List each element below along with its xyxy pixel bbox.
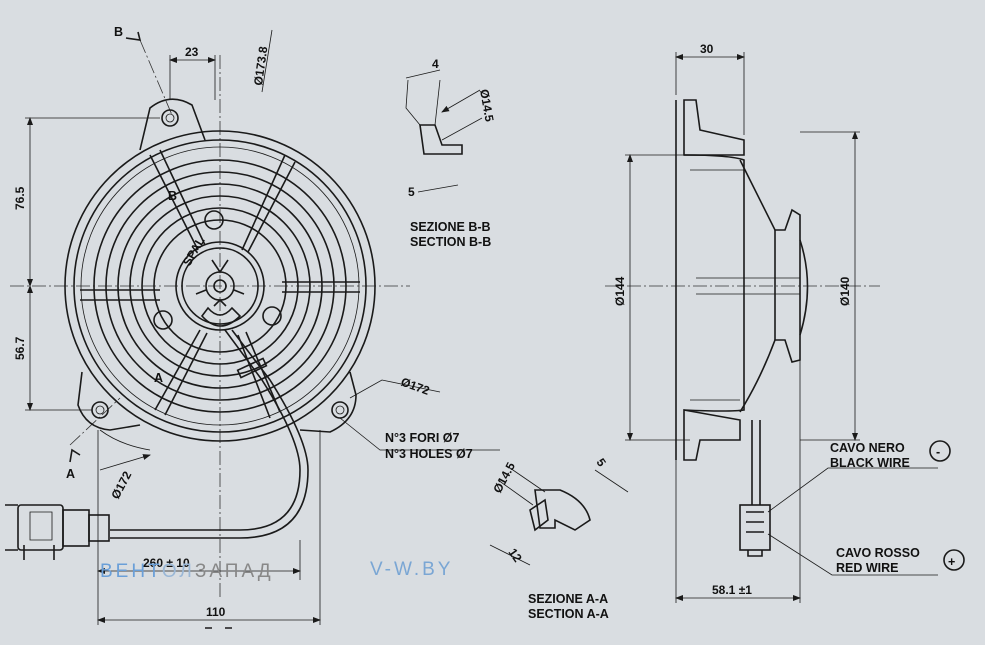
dim-bb-4: 4 xyxy=(432,57,439,71)
watermark-site: V-W.BY xyxy=(370,559,453,580)
svg-text:ВЕНТОЛЗАПАД: ВЕНТОЛЗАПАД xyxy=(100,561,274,582)
dim-dia-172-bottom: Ø172 xyxy=(108,469,134,502)
red-wire-label-it: CAVO ROSSO xyxy=(836,546,920,560)
red-wire-label-en: RED WIRE xyxy=(836,561,899,575)
front-view: SPAL 23 Ø173.8 76.5 56.7 Ø172 xyxy=(5,25,500,629)
cable-run xyxy=(110,329,301,531)
dim-110: 110 xyxy=(206,605,226,619)
svg-text:+: + xyxy=(948,555,955,569)
section-b-title-en: SECTION B-B xyxy=(410,235,491,249)
watermark: ВЕНТОЛЗАПАД V-W.BY xyxy=(100,559,453,582)
dim-dia-144: Ø144 xyxy=(613,276,627,306)
side-view: 30 Ø144 Ø140 58.1 ±1 CAVO NERO BLACK WIR… xyxy=(605,42,965,603)
holes-label-en: N°3 HOLES Ø7 xyxy=(385,447,473,461)
dim-76-5: 76.5 xyxy=(13,186,27,210)
minus-symbol xyxy=(929,440,951,462)
left-mounting-ear xyxy=(77,371,141,431)
mount-hole-right xyxy=(331,401,349,419)
dim-aa-dia: Ø14.5 xyxy=(490,460,518,496)
section-b-b: 4 Ø14.5 5 SEZIONE B-B SECTION B-B xyxy=(405,57,497,249)
black-wire-label-it: CAVO NERO xyxy=(830,441,905,455)
watermark-part2: ОЛ xyxy=(162,561,195,582)
svg-text:-: - xyxy=(936,445,940,459)
dim-dia-140: Ø140 xyxy=(838,276,852,306)
watermark-part1: ВЕНТ xyxy=(100,561,162,582)
black-wire-label-en: BLACK WIRE xyxy=(830,456,910,470)
dim-58-1: 58.1 ±1 xyxy=(712,583,752,597)
cut-marker-a-grille: A xyxy=(154,371,163,385)
watermark-part3: ЗАПАД xyxy=(195,561,274,582)
cut-marker-b-grille: B xyxy=(168,189,177,203)
dim-260: 260 ± 10 xyxy=(143,556,190,570)
dim-dia-172-right: Ø172 xyxy=(399,375,432,398)
fan-grille xyxy=(80,149,360,419)
dim-23: 23 xyxy=(185,45,199,59)
section-a-title-it: SEZIONE A-A xyxy=(528,592,608,606)
dim-56-7: 56.7 xyxy=(13,336,27,360)
dim-bb-5: 5 xyxy=(408,185,415,199)
motor-hub: SPAL xyxy=(153,210,282,331)
mount-hole-top xyxy=(161,109,179,127)
side-connector xyxy=(739,504,771,551)
dim-bb-dia: Ø14.5 xyxy=(477,88,497,123)
dim-aa-5: 5 xyxy=(594,456,609,470)
cut-marker-a-bottom: A xyxy=(66,467,75,481)
dim-dia-173-8: Ø173.8 xyxy=(251,45,270,86)
dim-aa-12: 12 xyxy=(506,546,525,565)
connector-plug xyxy=(5,504,110,560)
section-a-title-en: SECTION A-A xyxy=(528,607,609,621)
cut-marker-b-top: B xyxy=(114,25,123,39)
section-b-cut-line xyxy=(139,39,173,116)
dim-30: 30 xyxy=(700,42,714,56)
section-a-cut-line xyxy=(69,397,121,446)
section-b-title-it: SEZIONE B-B xyxy=(410,220,491,234)
top-mounting-ear xyxy=(139,98,206,151)
section-a-a: Ø14.5 5 12 SEZIONE A-A SECTION A-A xyxy=(489,456,629,621)
housing-outer-ring xyxy=(64,130,376,442)
holes-label-it: N°3 FORI Ø7 xyxy=(385,431,460,445)
mount-hole-left xyxy=(91,401,109,419)
plus-symbol xyxy=(943,549,965,571)
